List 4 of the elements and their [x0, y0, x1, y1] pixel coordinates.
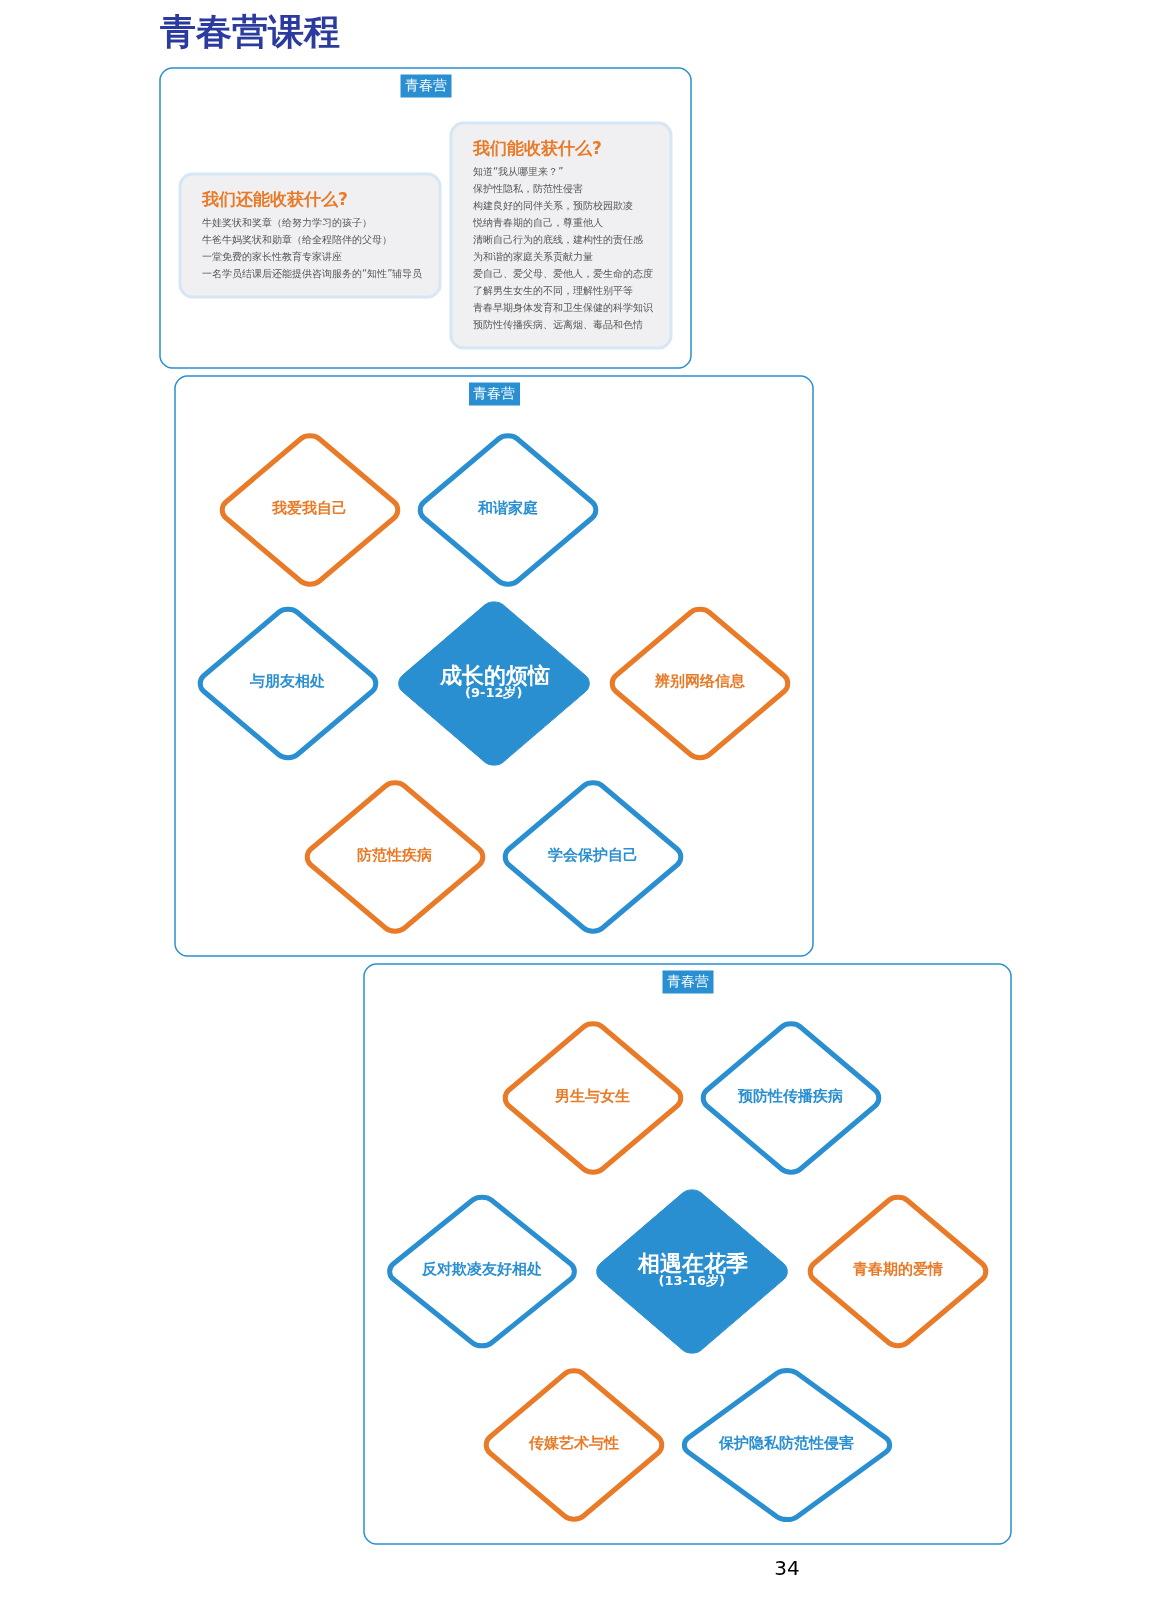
node-box: 我们能收获什么? 知道“我从哪里来？” 保护性隐私，防范性侵害 构建良好的同伴关系，预防校园欺凌 悦纳青春期的自己，尊重他人 清晰自己行为的底线，建构性的责任感 为和谐的家庭关系贡献力量 爱自己、爱父母、爱他人，爱生命的态度 了解男生女生的不同，理解性别平等 青春早期身体发育和卫生保健的科学知识 预防性传播疾病、远离烟、毒品和色情: [449, 121, 673, 350]
diagram-title: 青春营课程: [160, 10, 340, 52]
node-box: 我们还能收获什么? 牛娃奖状和奖章（给努力学习的孩子） 牛爸牛妈奖状和勋章（给全程陪伴的父母） 一堂免费的家长性教育专家讲座 一名学员结课后还能提供咨询服务的“知性”辅导员: [178, 172, 442, 299]
label: 34: [774, 1556, 800, 1580]
